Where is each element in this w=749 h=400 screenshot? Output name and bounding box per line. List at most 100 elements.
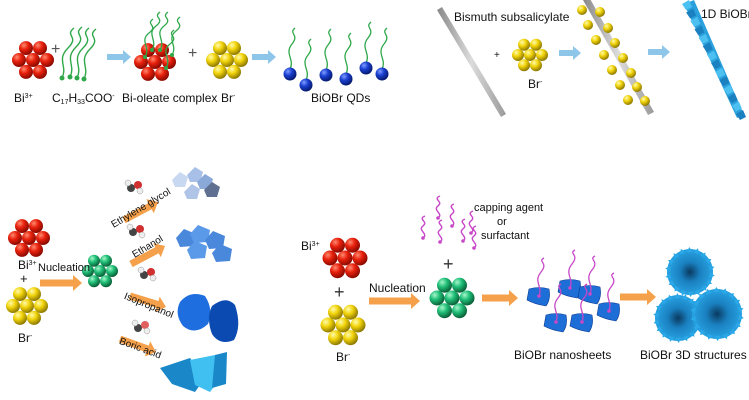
sphere — [213, 64, 227, 79]
wire-flake — [731, 101, 742, 112]
br-text: Br — [336, 350, 348, 364]
capping-agent-icon — [420, 215, 426, 240]
sphere — [27, 310, 41, 325]
wire-flake — [727, 93, 738, 104]
chain-line — [171, 16, 181, 56]
oleate-h: H — [68, 91, 78, 105]
sphere — [459, 290, 475, 306]
arrow-shape — [482, 290, 518, 306]
nanosheets-label: BiOBr nanosheets — [514, 348, 612, 362]
route-arrow-ethanol — [129, 243, 166, 268]
chain-line — [344, 32, 352, 75]
chain-head — [438, 240, 442, 244]
chain-line — [304, 38, 312, 81]
chain-head — [436, 216, 440, 220]
petal — [699, 293, 706, 300]
bioBr-1d-wire-icon — [682, 0, 746, 120]
bi-text: Bi — [14, 91, 25, 105]
isopropanol-product-icon — [177, 294, 239, 342]
oleate-c: C — [52, 91, 61, 105]
sphere — [88, 254, 100, 267]
br-sphere — [640, 96, 650, 106]
petal — [682, 335, 688, 342]
petal — [688, 298, 694, 305]
br-cluster-icon — [206, 41, 248, 79]
arrow-d2 — [482, 290, 518, 306]
petal — [681, 294, 688, 301]
br-sphere — [577, 5, 587, 15]
sphere — [512, 49, 524, 61]
petal — [656, 305, 663, 312]
sphere — [8, 231, 22, 245]
route-arrow-ethylene-glycol — [122, 199, 159, 224]
sphere — [524, 49, 536, 61]
br-sphere — [615, 80, 625, 90]
panel-a-product-label: BiOBr QDs — [311, 91, 371, 105]
chain-head — [461, 239, 465, 243]
petal — [687, 291, 694, 297]
arrow-a1 — [107, 50, 131, 64]
bi-cluster-icon — [8, 219, 50, 257]
sphere — [320, 317, 336, 333]
petal — [720, 288, 728, 295]
arrow-a2 — [252, 50, 276, 64]
sphere — [15, 219, 29, 234]
solvent-molecule-icon — [137, 266, 157, 282]
chain-line — [159, 11, 169, 51]
chain-line — [288, 27, 296, 70]
panel-b-precursor-label: Bismuth subsalicylate — [454, 10, 570, 24]
petal — [668, 259, 675, 266]
bi-cluster-icon — [322, 237, 368, 279]
sphere — [452, 277, 467, 293]
sphere — [352, 250, 368, 266]
chain-line — [144, 18, 154, 58]
chain-head — [580, 320, 584, 324]
wire-flake — [706, 50, 717, 61]
sphere — [88, 275, 100, 288]
wire-flake — [711, 59, 722, 70]
sphere — [29, 219, 43, 234]
br-cluster-icon — [6, 287, 48, 325]
sphere — [12, 53, 26, 67]
bi-text: Bi — [301, 239, 312, 253]
chain-line — [554, 283, 562, 323]
br-sphere — [591, 35, 601, 45]
br-sphere — [626, 68, 636, 78]
sphere — [322, 250, 338, 266]
wire-flake — [682, 0, 692, 10]
sphere — [26, 53, 40, 67]
petal — [706, 333, 714, 340]
petal — [674, 285, 680, 292]
chain-line — [69, 26, 83, 78]
nucleation-arrow-d — [369, 293, 420, 309]
route-arrow-boric-acid — [118, 335, 156, 357]
wire-flake — [698, 33, 709, 44]
nucleation-arrow-c — [40, 275, 82, 291]
chain-head — [67, 74, 73, 80]
sphere — [452, 303, 467, 319]
chain-line — [437, 219, 443, 243]
chain-head — [158, 48, 162, 52]
petal — [693, 300, 700, 307]
arrow-shape — [620, 289, 656, 305]
flake — [204, 182, 220, 197]
sphere — [94, 265, 106, 277]
bioBr-qds-icon — [283, 21, 389, 92]
bioBr-3d-structures-icon — [653, 247, 744, 343]
petal — [688, 330, 695, 337]
chain-head — [588, 292, 592, 296]
arrow-shape — [559, 46, 581, 60]
sphere — [13, 287, 27, 302]
chain-head — [164, 66, 168, 70]
wire-flake — [702, 42, 713, 53]
chain-head — [74, 75, 80, 81]
sphere — [33, 41, 47, 56]
bi-charge: 3+ — [311, 241, 320, 248]
chain-line — [364, 21, 372, 64]
sphere — [530, 38, 542, 51]
br-sphere — [595, 7, 605, 17]
flake — [187, 241, 207, 259]
panel-a-bi-label: Bi3+ — [14, 92, 33, 104]
sphere — [82, 265, 94, 277]
